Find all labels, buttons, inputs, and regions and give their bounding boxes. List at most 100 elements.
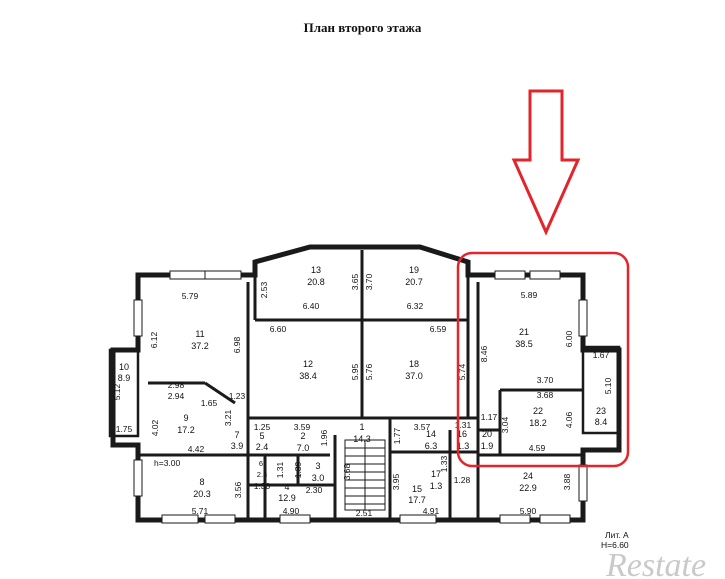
plan-title: План второго этажа: [303, 20, 422, 35]
dim-label: 1.39: [293, 461, 303, 478]
lit-height-label: H=6.60: [601, 540, 629, 550]
dim-label: 2.53: [259, 281, 269, 298]
dim-label: 3.65: [350, 273, 360, 290]
dim-label: 1.65: [201, 398, 218, 408]
room-21-area: 38.5: [515, 339, 533, 349]
dim-label: 3.59: [294, 422, 311, 432]
dim-label: 1.67: [593, 350, 610, 360]
room-labels: 10 8.9 11 37.2 12 38.4 13 20.8 19 20.7 1…: [118, 265, 608, 505]
dim-label: 5.89: [521, 290, 538, 300]
dim-label: 3.70: [364, 273, 374, 290]
lit-label: Лит. А: [605, 530, 629, 540]
dim-label: 1.25: [254, 422, 271, 432]
dim-label: 2.98: [168, 380, 185, 390]
dim-label: 5.71: [192, 506, 209, 516]
dim-label: 5.12: [112, 383, 122, 400]
dim-label: 6.32: [407, 301, 424, 311]
room-6-number: 6: [259, 459, 263, 468]
balcony-left: [108, 348, 140, 438]
dim-label: 1.33: [439, 455, 449, 472]
dim-label: 3.57: [414, 422, 431, 432]
room-22-number: 22: [533, 406, 543, 416]
dim-label: 1.75: [116, 424, 133, 434]
room-5-number: 5: [259, 431, 264, 441]
room-5-area: 2.4: [256, 442, 269, 452]
room-7-number: 7: [234, 430, 239, 440]
room-12-number: 12: [303, 359, 313, 369]
highlight-frame: [456, 251, 630, 468]
room-13-area: 20.8: [307, 277, 325, 287]
dim-label: 6.98: [232, 336, 242, 353]
room-24-area: 22.9: [519, 483, 537, 493]
room-10-number: 10: [119, 362, 129, 372]
dim-label: 1.96: [319, 429, 329, 446]
ceiling-height-label: h=3.00: [154, 458, 181, 468]
room-3-area: 3.0: [312, 473, 325, 483]
room-4-number: 4: [284, 482, 289, 492]
dim-label: 3.04: [500, 416, 510, 433]
room-20-number: 20: [482, 429, 492, 439]
room-16-area: 1.3: [457, 441, 470, 451]
dim-label: 6.59: [430, 324, 447, 334]
room-10-area: 8.9: [118, 373, 131, 383]
room-9-area: 17.2: [177, 425, 195, 435]
room-18-number: 18: [409, 359, 419, 369]
dim-label: 8.46: [479, 345, 489, 362]
watermark: Restate: [605, 547, 706, 579]
dim-label: 5.79: [182, 291, 199, 301]
room-15-number: 15: [412, 484, 422, 494]
room-11-number: 11: [195, 329, 204, 339]
room-4-area: 12.9: [278, 493, 296, 503]
dim-label: 5.95: [350, 363, 360, 380]
dim-label: 1.31: [455, 420, 472, 430]
room-15-area: 17.7: [408, 495, 426, 505]
dim-label: 3.21: [223, 409, 233, 426]
dim-label: 3.56: [233, 481, 243, 498]
room-23-number: 23: [596, 406, 606, 416]
dim-label: 2.30: [306, 485, 323, 495]
room-2-area: 7.0: [297, 443, 310, 453]
room-19-number: 19: [409, 265, 419, 275]
dim-label: 3.95: [391, 473, 401, 490]
dim-label: 4.06: [564, 411, 574, 428]
room-6-area: 2.3: [257, 470, 267, 479]
dim-label: 3.68: [537, 390, 554, 400]
room-20-area: 1.9: [481, 441, 494, 451]
dim-label: 3.70: [537, 375, 554, 385]
dim-label: 5.76: [364, 363, 374, 380]
dim-label: 4.59: [529, 443, 546, 453]
room-13-number: 13: [311, 265, 321, 275]
dim-label: 3.88: [562, 473, 572, 490]
room-1-number: 1: [359, 422, 364, 432]
room-23-area: 8.4: [595, 417, 608, 427]
dim-label: 3.68: [342, 463, 352, 480]
dimension-labels: 5.79 6.12 6.98 5.12 1.75 2.98 2.94 1.65 …: [112, 273, 613, 518]
walls: [108, 244, 622, 524]
dim-label: 2.94: [168, 391, 185, 401]
room-24-number: 24: [523, 471, 533, 481]
dim-label: 1.28: [454, 475, 471, 485]
dim-label: 6.60: [270, 324, 287, 334]
room-12-area: 38.4: [299, 371, 317, 381]
dim-label: 5.10: [603, 377, 613, 394]
dim-label: 2.51: [356, 508, 373, 518]
dim-label: 4.90: [283, 506, 300, 516]
room-1-area: 14.3: [353, 434, 371, 444]
dim-label: 5.74: [457, 363, 467, 380]
room-16-number: 16: [457, 429, 467, 439]
room-8-number: 8: [199, 477, 204, 487]
dim-label: 1.30: [254, 481, 271, 491]
down-arrow-icon: [511, 89, 581, 236]
room-11-area: 37.2: [191, 341, 209, 351]
room-17-number: 17: [431, 469, 441, 479]
room-21-number: 21: [519, 327, 529, 337]
dim-label: 4.42: [188, 444, 205, 454]
room-18-area: 37.0: [405, 371, 423, 381]
room-2-number: 2: [300, 431, 305, 441]
room-19-area: 20.7: [405, 277, 423, 287]
dim-label: 1.17: [481, 412, 498, 422]
room-8-area: 20.3: [193, 489, 211, 499]
dim-label: 4.91: [423, 506, 440, 516]
room-17-area: 1.3: [430, 481, 443, 491]
room-14-area: 6.3: [425, 441, 438, 451]
